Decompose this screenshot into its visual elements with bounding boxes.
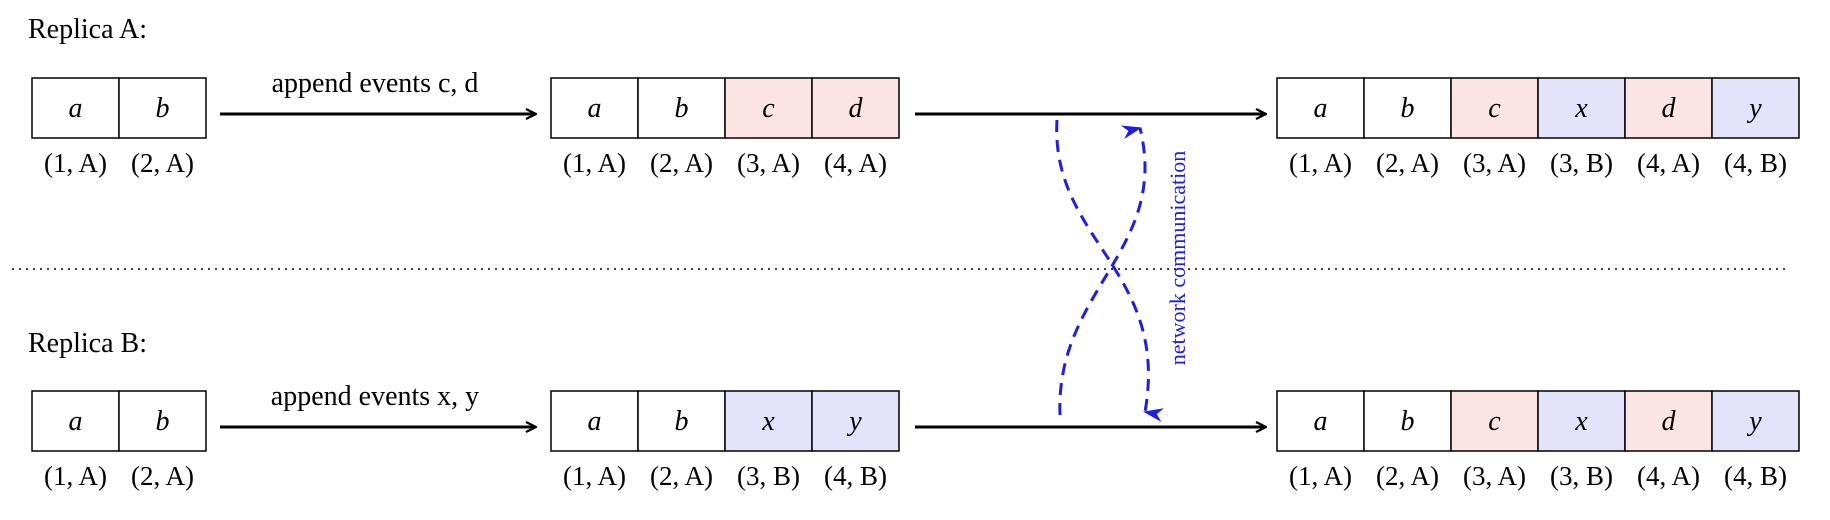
event-cell (1276, 390, 1365, 452)
event-id-label: (1, A) (44, 148, 107, 178)
event-label: y (1746, 93, 1762, 124)
event-label: y (846, 406, 862, 437)
event-label: x (1574, 406, 1588, 437)
event-id-label: (3, A) (1463, 461, 1526, 491)
event-id-label: (2, A) (650, 461, 713, 491)
event-label: b (156, 406, 170, 437)
event-cell (811, 77, 900, 139)
network-path-b-to-a (1058, 125, 1147, 416)
replica-b-appended-log: a (1, A) b (2, A) x (3, B) y (4, B) (550, 390, 900, 491)
event-label: d (849, 93, 864, 124)
event-label: x (1574, 93, 1588, 124)
event-cell (637, 390, 726, 452)
event-label: b (675, 93, 689, 124)
event-label: c (1488, 93, 1501, 124)
event-label: d (1662, 93, 1677, 124)
event-id-label: (4, B) (1724, 148, 1787, 178)
event-cell (1276, 77, 1365, 139)
event-id-label: (2, A) (131, 148, 194, 178)
event-id-label: (4, A) (1637, 148, 1700, 178)
event-cell (1450, 77, 1539, 139)
event-label: d (1662, 406, 1677, 437)
event-id-label: (2, A) (1376, 148, 1439, 178)
replica-a-appended-log: a (1, A) b (2, A) c (3, A) d (4, A) (550, 77, 900, 178)
event-id-label: (1, A) (1289, 148, 1352, 178)
event-cell (1711, 390, 1800, 452)
event-cell (550, 390, 639, 452)
event-cell (118, 390, 207, 452)
event-cell (1537, 390, 1626, 452)
event-label: c (762, 93, 775, 124)
replica-b-append-label: append events x, y (271, 381, 479, 412)
event-id-label: (1, A) (563, 148, 626, 178)
event-cell (1363, 77, 1452, 139)
event-id-label: (3, A) (737, 148, 800, 178)
event-cell (1711, 77, 1800, 139)
event-id-label: (4, A) (824, 148, 887, 178)
replica-b-merged-log: a (1, A) b (2, A) c (3, A) x (3, B) d (4, A) y (4, … (1276, 390, 1800, 491)
event-cell (724, 77, 813, 139)
event-id-label: (3, B) (737, 461, 800, 491)
event-label: a (1314, 93, 1328, 124)
event-label: b (675, 406, 689, 437)
network-path-a-to-b (1055, 119, 1164, 423)
network-communication-label: network communication (1165, 151, 1190, 365)
event-label: b (156, 93, 170, 124)
event-cell (31, 390, 120, 452)
event-cell (1363, 390, 1452, 452)
event-id-label: (2, A) (1376, 461, 1439, 491)
event-id-label: (3, A) (1463, 148, 1526, 178)
event-label: a (1314, 406, 1328, 437)
event-id-label: (3, B) (1550, 148, 1613, 178)
event-label: a (588, 406, 602, 437)
event-id-label: (1, A) (1289, 461, 1352, 491)
event-id-label: (4, B) (824, 461, 887, 491)
event-label: a (69, 406, 83, 437)
event-cell (1624, 77, 1713, 139)
replica-a-append-label: append events c, d (272, 68, 479, 99)
event-id-label: (1, A) (44, 461, 107, 491)
event-id-label: (3, B) (1550, 461, 1613, 491)
event-label: x (761, 406, 775, 437)
event-cell (31, 77, 120, 139)
event-id-label: (1, A) (563, 461, 626, 491)
replica-b-initial-log: a (1, A) b (2, A) (31, 390, 207, 491)
event-label: y (1746, 406, 1762, 437)
event-id-label: (4, B) (1724, 461, 1787, 491)
event-label: a (69, 93, 83, 124)
event-label: b (1401, 406, 1415, 437)
event-cell (724, 390, 813, 452)
event-id-label: (4, A) (1637, 461, 1700, 491)
replica-b-label: Replica B: (28, 328, 147, 359)
event-label: c (1488, 406, 1501, 437)
replica-a-initial-log: a (1, A) b (2, A) (31, 77, 207, 178)
event-id-label: (2, A) (650, 148, 713, 178)
replica-a-label: Replica A: (28, 14, 147, 45)
event-cell (811, 390, 900, 452)
event-label: a (588, 93, 602, 124)
event-cell (118, 77, 207, 139)
event-cell (637, 77, 726, 139)
event-label: b (1401, 93, 1415, 124)
event-cell (1450, 390, 1539, 452)
replica-a-merged-log: a (1, A) b (2, A) c (3, A) x (3, B) d (4, A) y (4, … (1276, 77, 1800, 178)
event-id-label: (2, A) (131, 461, 194, 491)
